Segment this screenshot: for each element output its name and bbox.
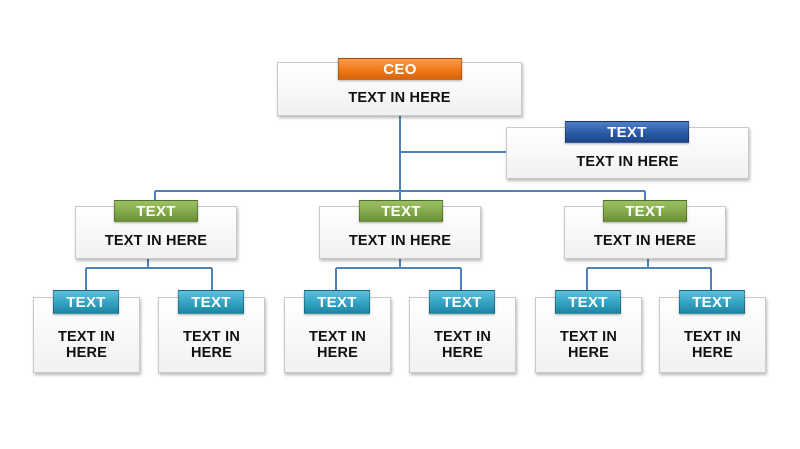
staff-4-line1: TEXT IN [434, 329, 491, 345]
staff-1-line1: TEXT IN [58, 329, 115, 345]
staff-4-line2: HERE [441, 345, 484, 361]
staff-6-text: TEXT IN HERE [660, 318, 765, 372]
staff-6-line2: HERE [691, 345, 734, 361]
staff-6-tag: TEXT [679, 290, 745, 314]
staff-3-text: TEXT IN HERE [285, 318, 390, 372]
staff-3-tag: TEXT [304, 290, 370, 314]
ceo-box: TEXT IN HERE [277, 62, 522, 116]
staff-4-tag: TEXT [429, 290, 495, 314]
staff-1-line2: HERE [65, 345, 108, 361]
staff-5-text: TEXT IN HERE [536, 318, 641, 372]
assistant-text: TEXT IN HERE [576, 154, 679, 170]
manager-3-tag: TEXT [603, 200, 687, 222]
staff-1-text: TEXT IN HERE [34, 318, 139, 372]
ceo-text: TEXT IN HERE [348, 90, 451, 106]
staff-2-line1: TEXT IN [183, 329, 240, 345]
staff-5-line2: HERE [567, 345, 610, 361]
staff-5-tag: TEXT [555, 290, 621, 314]
ceo-tag: CEO [338, 58, 462, 80]
manager-1-text: TEXT IN HERE [104, 232, 208, 249]
staff-2-text: TEXT IN HERE [159, 318, 264, 372]
manager-2-text: TEXT IN HERE [348, 232, 452, 249]
staff-5-line1: TEXT IN [560, 329, 617, 345]
staff-2-line2: HERE [190, 345, 233, 361]
staff-3-line1: TEXT IN [309, 329, 366, 345]
manager-1-tag: TEXT [114, 200, 198, 222]
assistant-tag: TEXT [565, 121, 689, 143]
manager-3-text: TEXT IN HERE [593, 232, 697, 249]
manager-2-tag: TEXT [359, 200, 443, 222]
staff-2-tag: TEXT [178, 290, 244, 314]
staff-1-tag: TEXT [53, 290, 119, 314]
staff-6-line1: TEXT IN [684, 329, 741, 345]
staff-4-text: TEXT IN HERE [410, 318, 515, 372]
staff-3-line2: HERE [316, 345, 359, 361]
